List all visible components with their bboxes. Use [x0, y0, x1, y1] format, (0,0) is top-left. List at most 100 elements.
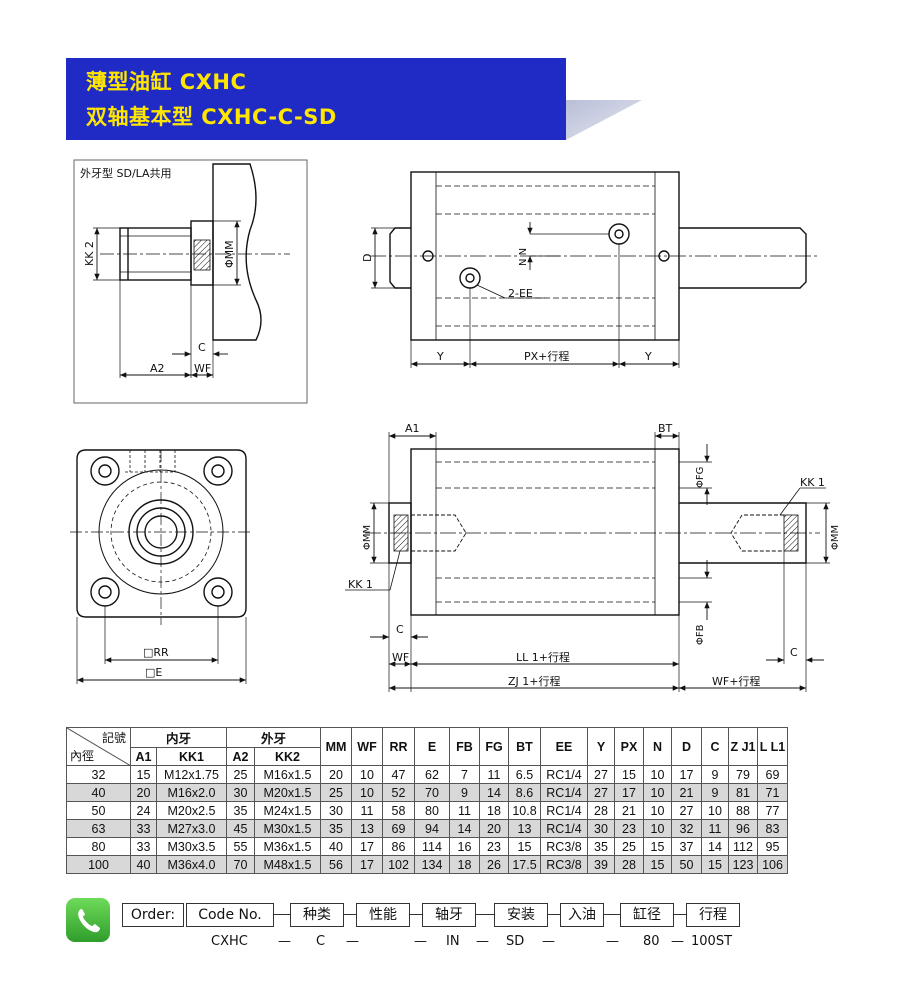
table-cell: 15: [614, 765, 644, 784]
table-cell: 30: [320, 801, 352, 820]
inset-caption: 外牙型 SD/LA共用: [80, 166, 172, 180]
sub-header: A1: [130, 747, 157, 766]
table-cell: 11: [479, 765, 509, 784]
table-cell: 13: [508, 819, 541, 838]
table-cell: 112: [728, 837, 758, 856]
table-cell: 28: [614, 855, 644, 874]
code-value: C: [316, 934, 326, 949]
order-label: Order:: [122, 903, 184, 927]
table-cell: RC3/8: [540, 855, 588, 874]
table-cell: 17.5: [508, 855, 541, 874]
table-cell: 100: [66, 855, 131, 874]
table-cell: 15: [643, 837, 672, 856]
front-view: □RR □E: [70, 449, 252, 684]
table-cell: 17: [614, 783, 644, 802]
label-ll1: LL 1+行程: [516, 651, 570, 664]
table-cell: 58: [382, 801, 415, 820]
table-cell: 32: [671, 819, 702, 838]
table-cell: 80: [66, 837, 131, 856]
connector-line: [476, 914, 494, 915]
table-cell: 40: [130, 855, 157, 874]
table-cell: 45: [226, 819, 255, 838]
table-cell: 25: [614, 837, 644, 856]
page-title: 薄型油缸 CXHC: [86, 70, 247, 94]
table-cell: 20: [130, 783, 157, 802]
table-cell: 20: [320, 765, 352, 784]
col-header: Z J1: [728, 727, 758, 766]
table-cell: 71: [757, 783, 788, 802]
table-cell: 18: [449, 855, 480, 874]
table-cell: 10: [643, 765, 672, 784]
label-mm: ΦMM: [223, 240, 236, 268]
sub-header: KK2: [254, 747, 321, 766]
label-kk1-left: KK 1: [348, 578, 373, 591]
table-cell: 17: [351, 855, 383, 874]
table-cell: 15: [130, 765, 157, 784]
label-a2: A2: [150, 362, 165, 375]
col-header: MM: [320, 727, 352, 766]
table-cell: 21: [671, 783, 702, 802]
col-header: FB: [449, 727, 480, 766]
code-separator: —: [476, 934, 489, 949]
table-cell: 69: [382, 819, 415, 838]
code-value: 100ST: [691, 934, 733, 949]
table-cell: 77: [757, 801, 788, 820]
table-cell: 23: [479, 837, 509, 856]
technical-drawings: 外牙型 SD/LA共用 KK 2 ΦMM C A2 WF: [70, 159, 841, 692]
code-separator: —: [542, 934, 555, 949]
code-separator: —: [606, 934, 619, 949]
table-cell: 14: [701, 837, 729, 856]
group-outer-thread: 外牙: [226, 727, 321, 748]
order-code-section: Order: Code No. 种类性能轴牙安装入油缸径行程 CXHC—C——I…: [66, 896, 886, 986]
label-mm-right: ΦMM: [830, 525, 841, 550]
label-wf-left: WF: [392, 651, 409, 664]
sub-header: A2: [226, 747, 255, 766]
table-cell: 15: [643, 855, 672, 874]
table-cell: M24x1.5: [254, 801, 321, 820]
table-cell: 10: [643, 819, 672, 838]
table-cell: 10: [643, 801, 672, 820]
table-cell: 15: [508, 837, 541, 856]
table-cell: M48x1.5: [254, 855, 321, 874]
order-field-box: 缸径: [620, 903, 674, 927]
table-cell: 83: [757, 819, 788, 838]
table-corner: 記號 內徑: [66, 727, 131, 766]
table-cell: M20x2.5: [156, 801, 227, 820]
table-cell: 11: [351, 801, 383, 820]
connector-line: [548, 914, 560, 915]
col-header: FG: [479, 727, 509, 766]
sub-header: KK1: [156, 747, 227, 766]
code-separator: —: [671, 934, 684, 949]
table-cell: 39: [587, 855, 615, 874]
table-cell: 23: [614, 819, 644, 838]
table-cell: 52: [382, 783, 415, 802]
label-kk2: KK 2: [83, 241, 96, 266]
table-cell: RC1/4: [540, 783, 588, 802]
table-cell: M12x1.75: [156, 765, 227, 784]
label-e: □E: [145, 666, 162, 679]
table-cell: 9: [701, 765, 729, 784]
table-cell: M20x1.5: [254, 783, 321, 802]
col-header: BT: [508, 727, 541, 766]
connector-line: [674, 914, 686, 915]
label-c-left: C: [396, 623, 404, 636]
corner-top: 記號: [101, 731, 126, 745]
table-cell: 35: [320, 819, 352, 838]
label-c-right: C: [790, 646, 798, 659]
table-cell: 8.6: [508, 783, 541, 802]
label-wf: WF: [194, 362, 211, 375]
order-field-box: 入油: [560, 903, 604, 927]
table-cell: M16x1.5: [254, 765, 321, 784]
table-cell: 28: [587, 801, 615, 820]
label-px: PX+行程: [524, 350, 569, 363]
label-rr: □RR: [143, 646, 169, 659]
table-cell: 69: [757, 765, 788, 784]
table-cell: 17: [351, 837, 383, 856]
table-cell: 96: [728, 819, 758, 838]
label-c: C: [198, 341, 206, 354]
table-cell: 15: [701, 855, 729, 874]
table-cell: 27: [587, 783, 615, 802]
